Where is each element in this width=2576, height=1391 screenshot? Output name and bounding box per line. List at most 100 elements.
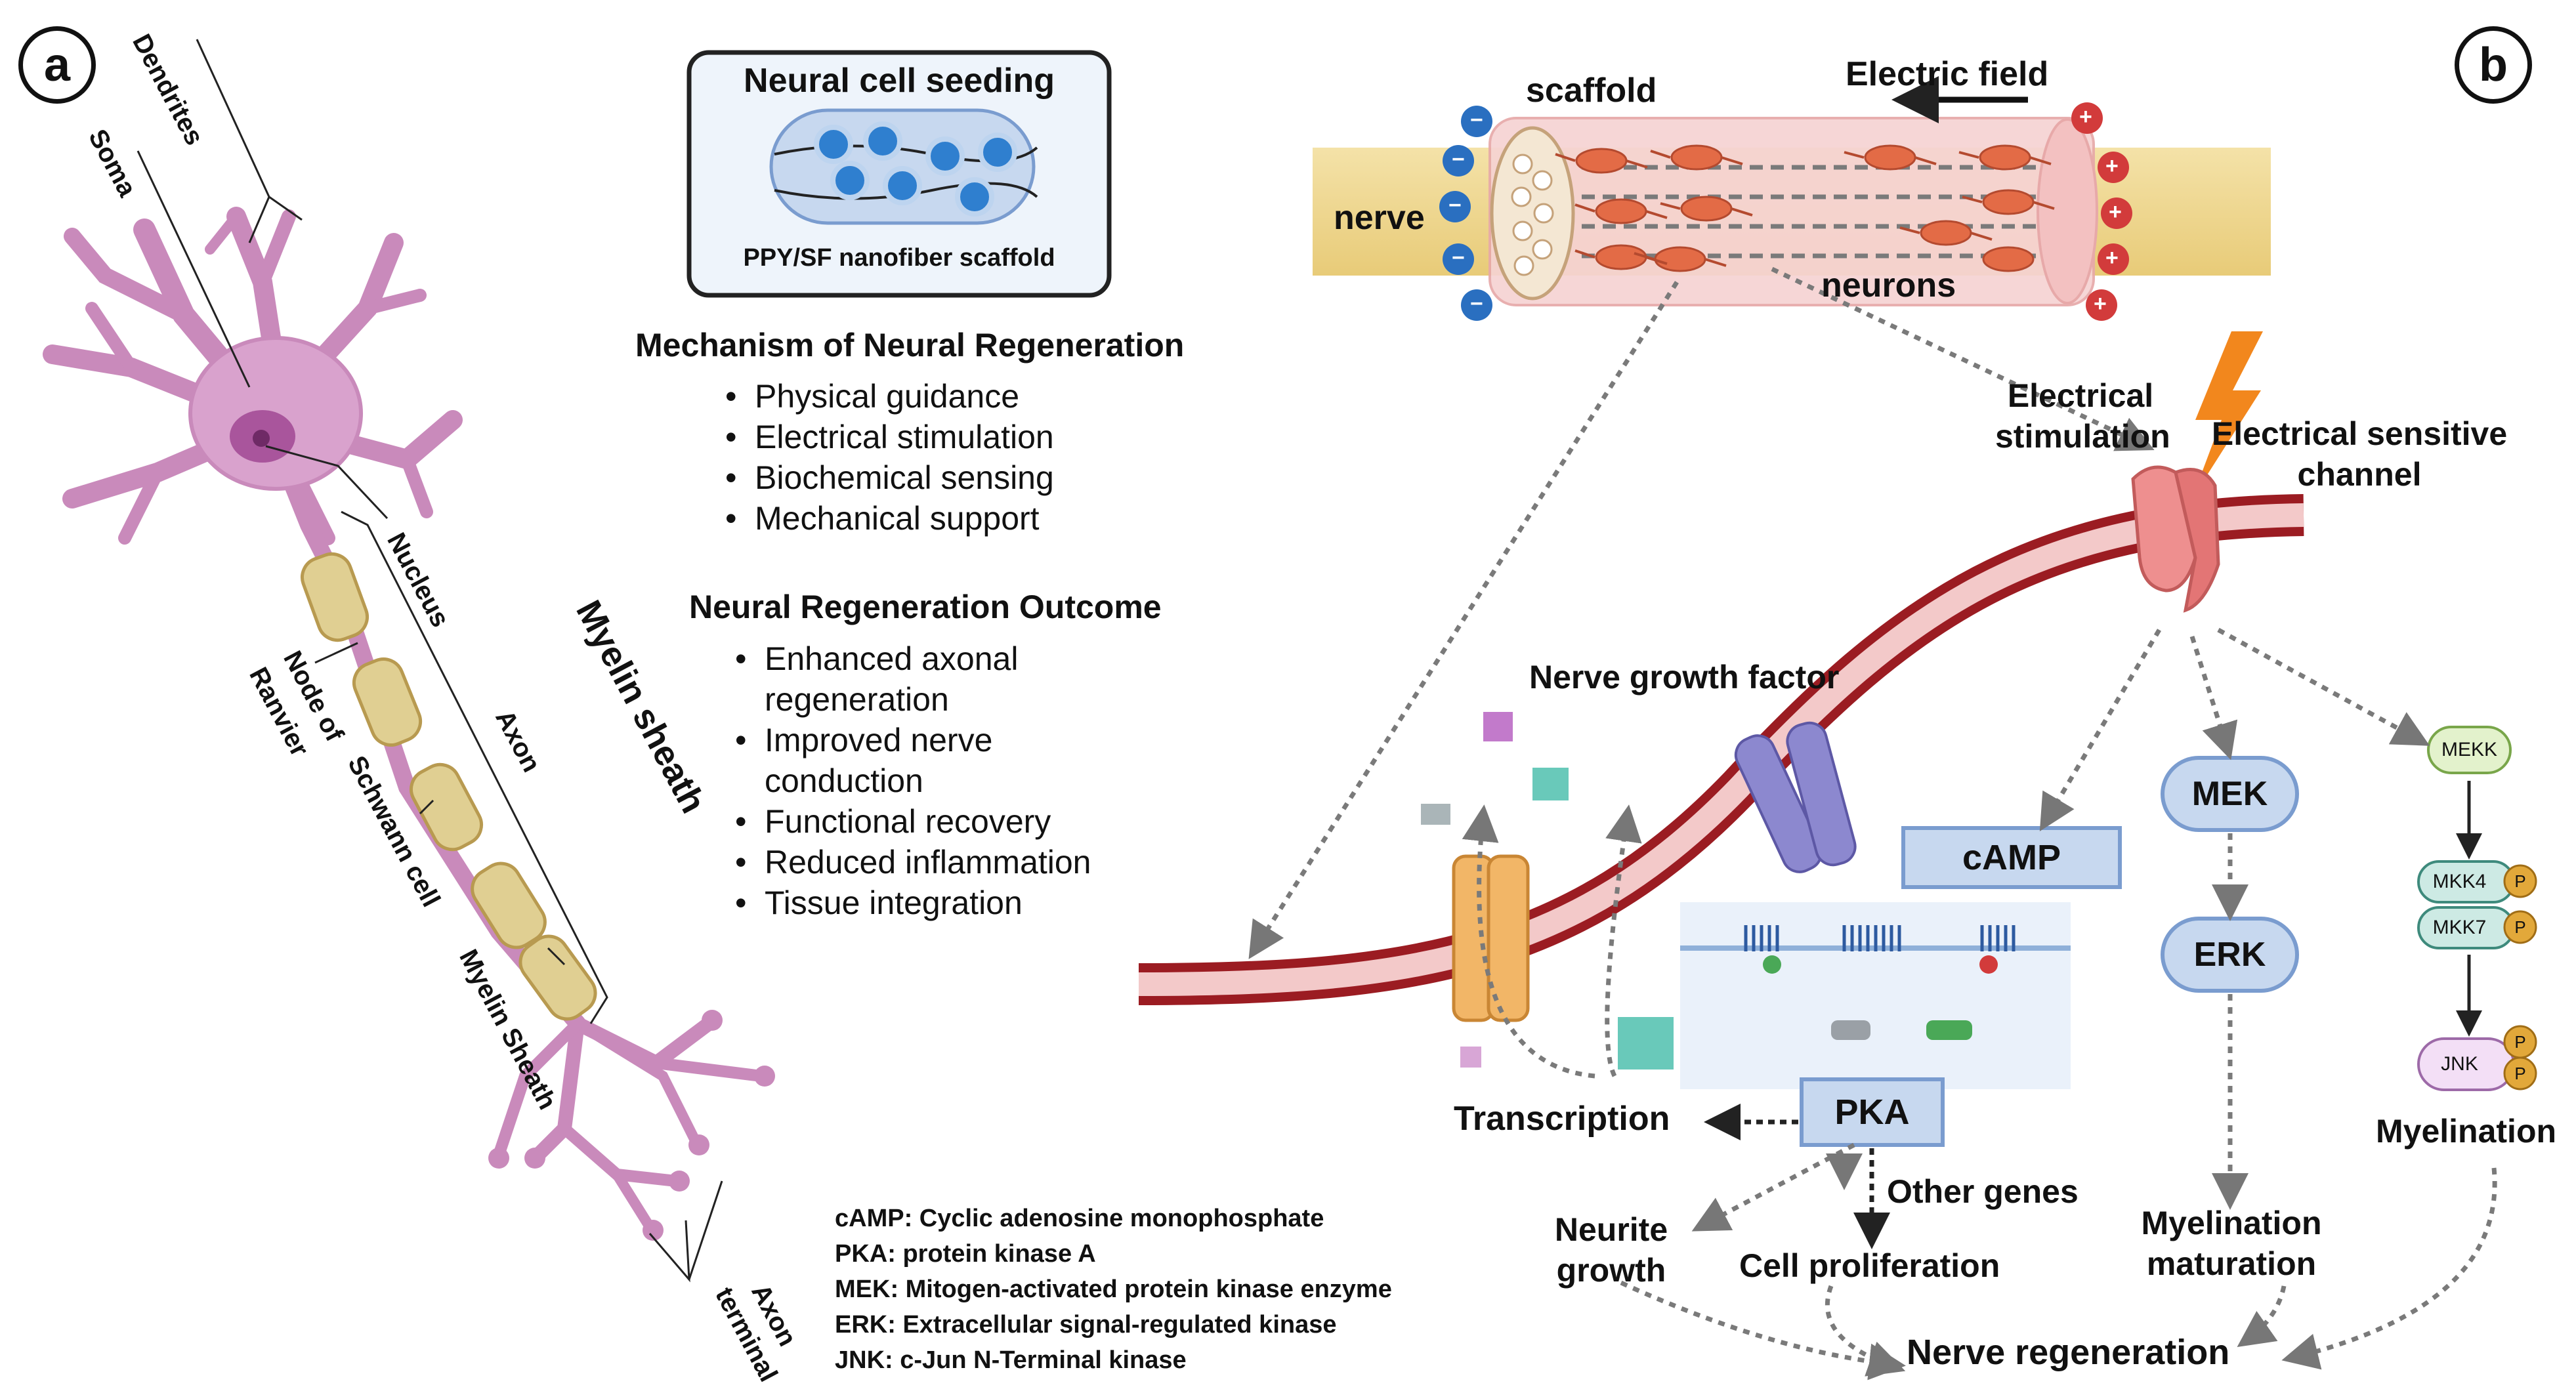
panel-a-badge: a <box>18 26 96 104</box>
scaffold-cross-section <box>1490 126 1575 301</box>
mkk7-label: MKK7 <box>2432 917 2487 938</box>
abbreviation-legend: cAMP: Cyclic adenosine monophosphate PKA… <box>835 1201 1392 1378</box>
positive-charge <box>2098 152 2129 183</box>
seeded-cells <box>814 121 1017 217</box>
outcome-list: Enhanced axonal regeneration Improved ne… <box>722 638 1091 923</box>
electrode-charges <box>1439 102 2132 321</box>
negative-charge-symbol: − <box>1452 147 1465 172</box>
electric-field-label: Electric field <box>1846 55 2049 93</box>
channel-label-line2: channel <box>2297 456 2422 493</box>
phospho-label: P <box>2514 1031 2526 1052</box>
mechanism-list: Physical guidance Electrical stimulation… <box>712 376 1054 539</box>
negative-charge-symbol: − <box>1452 245 1465 270</box>
neurite-growth-label: Neurite growth <box>1546 1209 1677 1291</box>
electrical-channel <box>2131 465 2220 613</box>
seeding-box-caption: PPY/SF nanofiber scaffold <box>743 244 1055 272</box>
pka-label: PKA <box>1834 1092 1910 1132</box>
jnk-label: JNK <box>2441 1053 2478 1075</box>
myelination-maturation-line2: maturation <box>2146 1245 2317 1282</box>
panel-b-badge: b <box>2455 26 2532 104</box>
negative-charge <box>1461 106 1492 137</box>
mechanism-item: Electrical stimulation <box>712 417 1054 457</box>
other-genes-label: Other genes <box>1887 1173 2079 1210</box>
abbreviation-camp: cAMP: Cyclic adenosine monophosphate <box>835 1205 1324 1232</box>
channel-label-line1: Electrical sensitive <box>2211 415 2508 452</box>
scaffold-end <box>2037 118 2098 304</box>
mkk4-label: MKK4 <box>2432 871 2487 892</box>
pka-box <box>1800 1077 1945 1147</box>
positive-charge <box>2098 243 2129 275</box>
nerve-regeneration-label: Nerve regeneration <box>1907 1333 2230 1372</box>
transcription-label: Transcription <box>1454 1100 1670 1138</box>
outcome-item: Functional recovery <box>722 801 1091 842</box>
phospho-label: P <box>2514 917 2526 937</box>
positive-charge <box>2101 197 2132 229</box>
pathway-arrows <box>1248 266 2497 1381</box>
positive-charge <box>2086 289 2117 321</box>
neuron-terminal-bulbs <box>488 1010 775 1241</box>
pathway-arrows-black-dotted <box>1704 1104 1890 1249</box>
nerve-label: nerve <box>1334 199 1425 237</box>
seeding-box-title: Neural cell seeding <box>744 62 1055 100</box>
nerve-growth-factor-label: Nerve growth factor <box>1529 659 1840 696</box>
inset-proteins <box>1763 955 1998 1040</box>
neurite-growth-line2: growth <box>1556 1252 1666 1289</box>
negative-charge-symbol: − <box>1470 291 1483 316</box>
mekk-label: MEKK <box>2441 739 2498 760</box>
abbreviation-mek: MEK: Mitogen-activated protein kinase en… <box>835 1276 1392 1303</box>
mechanism-item: Physical guidance <box>712 376 1054 417</box>
neurons-label: neurons <box>1821 266 1956 304</box>
negative-charge <box>1443 145 1474 176</box>
camp-label: cAMP <box>1962 838 2061 877</box>
cell-proliferation-label: Cell proliferation <box>1739 1247 2000 1284</box>
positive-charge <box>2071 102 2103 134</box>
cross-section-fibers <box>1511 154 1554 276</box>
scaffold-label: scaffold <box>1526 72 1657 110</box>
negative-charge-symbol: − <box>1470 108 1483 133</box>
electrical-stimulation-line2: stimulation <box>1995 418 2170 455</box>
mechanism-item: Mechanical support <box>712 498 1054 539</box>
myelin-segments <box>301 552 597 1021</box>
myelination-label: Myelination <box>2376 1113 2557 1150</box>
negative-charge <box>1443 243 1474 275</box>
outcome-item: Reduced inflammation <box>722 842 1091 882</box>
positive-charge-symbol: + <box>2105 245 2119 270</box>
phospho-circles <box>2503 864 2537 1090</box>
molecule-cubes <box>1421 712 1674 1069</box>
positive-charge-symbol: + <box>2109 199 2122 224</box>
negative-charge-symbol: − <box>1448 193 1462 218</box>
lightning-bolt-icon <box>2192 331 2263 499</box>
neurite-growth-line1: Neurite <box>1554 1211 1668 1248</box>
inset-receptors <box>1744 925 2016 951</box>
mekk-box <box>2427 726 2512 774</box>
mechanism-item: Biochemical sensing <box>712 457 1054 498</box>
myelination-maturation-label: Myelination maturation <box>2123 1203 2340 1284</box>
mek-label: MEK <box>2191 775 2268 813</box>
myelination-maturation-line1: Myelination <box>2141 1205 2322 1241</box>
abbreviation-jnk: JNK: c-Jun N-Terminal kinase <box>835 1346 1187 1374</box>
abbreviation-erk: ERK: Extracellular signal-regulated kina… <box>835 1311 1337 1339</box>
seeded-neurons <box>1575 144 2035 272</box>
phospho-label: P <box>2514 871 2526 891</box>
nucleolus <box>253 430 270 447</box>
abbreviation-pka: PKA: protein kinase A <box>835 1240 1096 1268</box>
outcome-heading: Neural Regeneration Outcome <box>689 589 1162 625</box>
positive-charge-symbol: + <box>2094 291 2107 316</box>
cell-membrane-inner <box>1138 503 2304 996</box>
phospho-label: P <box>2514 1063 2526 1083</box>
negative-charge <box>1461 289 1492 321</box>
ngf-receptor <box>1734 721 1857 873</box>
electrical-stimulation-line1: Electrical <box>2007 377 2154 414</box>
positive-charge-symbol: + <box>2105 154 2119 178</box>
neuron-processes <box>1555 150 2055 267</box>
outcome-item: Tissue integration <box>722 882 1091 923</box>
outcome-item-continued: regeneration <box>765 681 949 718</box>
positive-charge-symbol: + <box>2079 104 2092 129</box>
neuron-leader-lines <box>137 39 723 1283</box>
negative-charge <box>1439 191 1471 222</box>
outcome-item: Enhanced axonal <box>722 638 1091 679</box>
camp-box <box>1901 826 2122 889</box>
outcome-item-continued: conduction <box>765 762 923 799</box>
membrane-transporter <box>1452 854 1530 1022</box>
